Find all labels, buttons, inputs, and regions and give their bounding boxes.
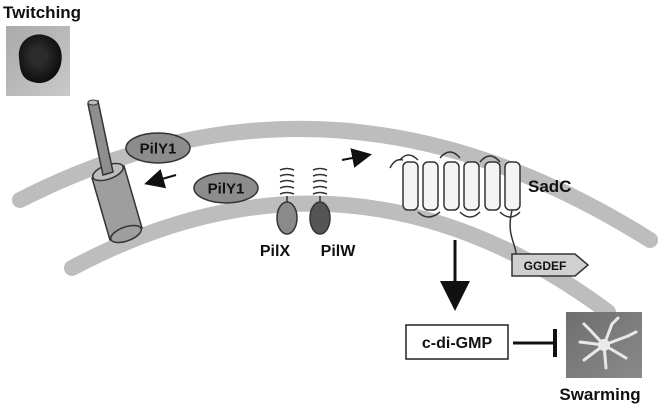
pilw-protein: PilW (309, 167, 357, 260)
cdigmp-label: c-di-GMP (422, 335, 493, 352)
inhibition-symbol (513, 329, 557, 357)
twitching-colony-image (6, 26, 70, 96)
ggdef-label: GGDEF (524, 259, 567, 273)
pily1-upper-protein: PilY1 (125, 132, 191, 164)
cdigmp-box: c-di-GMP (405, 324, 509, 360)
pily1-lower-label: PilY1 (208, 181, 245, 198)
swarming-label: Swarming (559, 385, 640, 404)
type-iv-pilus (87, 99, 143, 244)
pily1-upper-label: PilY1 (140, 141, 177, 158)
pilx-label: PilX (260, 243, 291, 260)
pilw-label: PilW (321, 243, 357, 260)
pily1-lower-protein: PilY1 (193, 172, 259, 204)
pilx-protein: PilX (260, 167, 298, 260)
sadc-label: SadC (528, 177, 571, 196)
sadc-protein: SadC (389, 151, 571, 263)
arrow-to-sadc (341, 148, 372, 168)
swarming-colony-image (566, 312, 642, 378)
arrow-to-pilus (144, 168, 177, 189)
ggdef-domain: GGDEF (511, 253, 590, 277)
twitching-label: Twitching (3, 3, 81, 22)
